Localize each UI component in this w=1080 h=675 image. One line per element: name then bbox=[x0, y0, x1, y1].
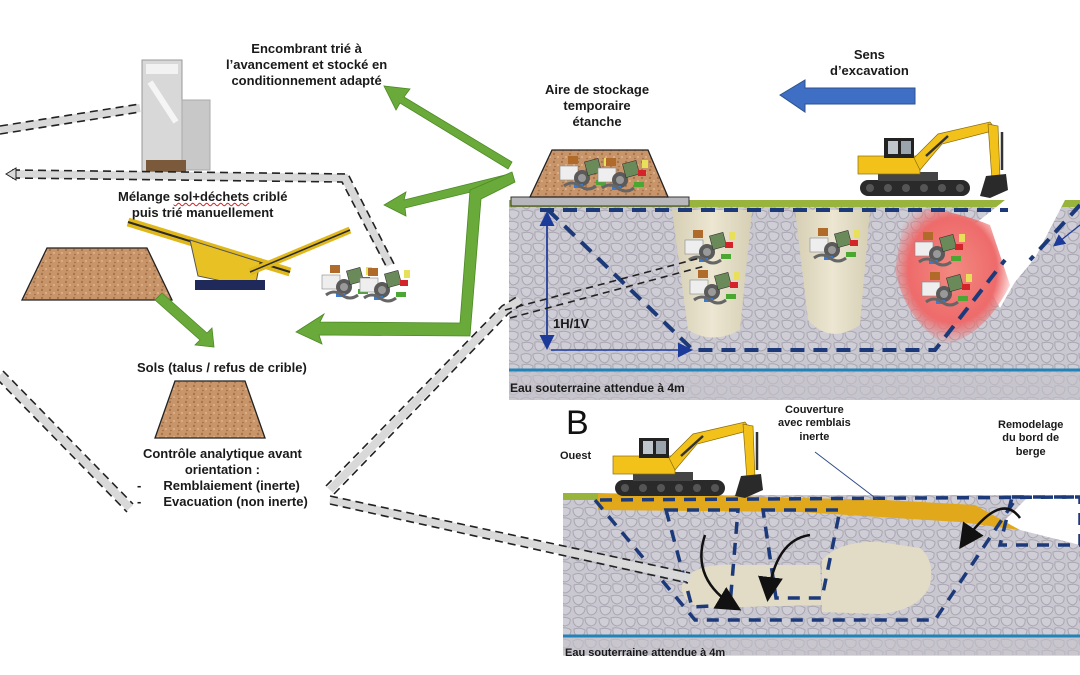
panel-a-cross-section bbox=[509, 79, 1080, 400]
label-melange-post: criblé bbox=[249, 189, 288, 204]
flow-arrow-to-sols bbox=[295, 171, 516, 345]
path-evacuation-to-panel-b bbox=[329, 495, 691, 584]
skip-container-icon bbox=[141, 59, 211, 173]
soil-pile-icon bbox=[20, 247, 174, 301]
orientation-item-text: Remblaiement (inerte) bbox=[163, 477, 300, 493]
couverture-leader-line bbox=[814, 451, 879, 501]
label-groundwater-a: Eau souterraine attendue à 4m bbox=[510, 381, 685, 395]
soil-pile-icon bbox=[154, 380, 266, 439]
orientation-item-remblaiement: - Remblaiement (inerte) bbox=[137, 478, 308, 494]
screening-machine-icon bbox=[126, 217, 352, 290]
label-melange-pre: Mélange bbox=[118, 189, 174, 204]
label-remodelage-line1: Remodelage bbox=[998, 419, 1064, 431]
label-melange-line2: puis trié manuellement bbox=[131, 204, 274, 220]
label-aire-line2: temporaire bbox=[563, 97, 631, 113]
flow-arrow-to-melange bbox=[383, 174, 509, 217]
label-controle-line2: orientation : bbox=[184, 461, 260, 477]
left-arrow-icon bbox=[779, 79, 916, 113]
label-aire-line3: étanche bbox=[572, 113, 622, 129]
label-couverture-line1: Couverture bbox=[785, 404, 844, 416]
bullet: - bbox=[137, 477, 142, 493]
label-melange: Mélange sol+déchets criblé puis trié man… bbox=[118, 189, 287, 221]
label-aire-line1: Aire de stockage bbox=[545, 82, 650, 97]
orientation-list: - Remblaiement (inerte) - Evacuation (non … bbox=[137, 478, 308, 510]
relocation-arrow-2 bbox=[758, 533, 811, 602]
ground-section-b bbox=[563, 495, 1080, 655]
label-encombrant: Encombrant trié à l’avancement et stocké… bbox=[226, 41, 387, 89]
return-path-evacuation bbox=[0, 370, 134, 513]
label-controle: Contrôle analytique avant orientation : … bbox=[137, 446, 308, 509]
return-path-encombrant bbox=[0, 103, 141, 135]
flow-arrows bbox=[154, 85, 516, 348]
flow-arrow-to-encombrant bbox=[383, 85, 513, 170]
label-couverture-line2: avec remblais bbox=[778, 417, 851, 430]
path-remblaiement-to-panel-a bbox=[325, 257, 706, 495]
excavator-icon bbox=[611, 420, 765, 500]
orientation-item-evacuation: - Evacuation (non inerte) bbox=[137, 494, 308, 510]
storage-liner bbox=[510, 196, 690, 207]
label-melange-underlined: sol+déchets bbox=[173, 189, 250, 204]
label-aire-stockage: Aire de stockage temporaire étanche bbox=[545, 82, 649, 130]
excavator-icon bbox=[856, 120, 1010, 200]
panel-b-cross-section bbox=[563, 420, 1080, 656]
label-encombrant-line2: l’avancement et stocké en bbox=[226, 56, 388, 72]
label-sens-line2: d’excavation bbox=[830, 62, 909, 78]
excavation-cell-2 bbox=[760, 508, 843, 600]
water-zone-a bbox=[509, 370, 1080, 400]
excavation-boundary-b bbox=[593, 498, 1017, 622]
bullet: - bbox=[137, 493, 142, 509]
label-remodelage-line3: berge bbox=[1015, 445, 1046, 458]
label-encombrant-line1: Encombrant trié à bbox=[251, 41, 362, 56]
panel-b-letter: B bbox=[566, 404, 589, 442]
label-slope-ratio: 1H/1V bbox=[553, 316, 590, 331]
label-remodelage: Remodelage du bord de berge bbox=[998, 419, 1063, 459]
label-remodelage-line2: du bord de bbox=[1002, 432, 1060, 445]
orientation-item-text: Evacuation (non inerte) bbox=[163, 493, 308, 509]
return-path-melange bbox=[5, 167, 395, 267]
flow-arrow-pile-to-sols bbox=[154, 292, 215, 348]
dashed-return-paths bbox=[0, 103, 706, 584]
label-sens-line1: Sens bbox=[853, 47, 885, 62]
label-couverture: Couverture avec remblais inerte bbox=[778, 404, 851, 444]
label-encombrant-line3: conditionnement adapté bbox=[231, 72, 382, 88]
bank-reshape-zone bbox=[997, 495, 1080, 547]
excavation-boundary-a bbox=[546, 208, 1007, 352]
label-controle-line1: Contrôle analytique avant bbox=[142, 446, 302, 461]
relocation-arrow-1 bbox=[700, 534, 742, 611]
label-ouest: Ouest bbox=[560, 450, 592, 462]
label-groundwater-b: Eau souterraine attendue à 4m bbox=[565, 647, 726, 659]
relocation-arrow-3 bbox=[959, 507, 1022, 550]
sorting-flow bbox=[0, 59, 706, 584]
label-sols: Sols (talus / refus de crible) bbox=[137, 360, 307, 375]
grass-strip-a bbox=[509, 200, 1024, 207]
filled-pocket-2 bbox=[822, 541, 932, 614]
label-couverture-line3: inerte bbox=[799, 430, 830, 443]
label-sens-excavation: Sens d’excavation bbox=[830, 47, 909, 79]
